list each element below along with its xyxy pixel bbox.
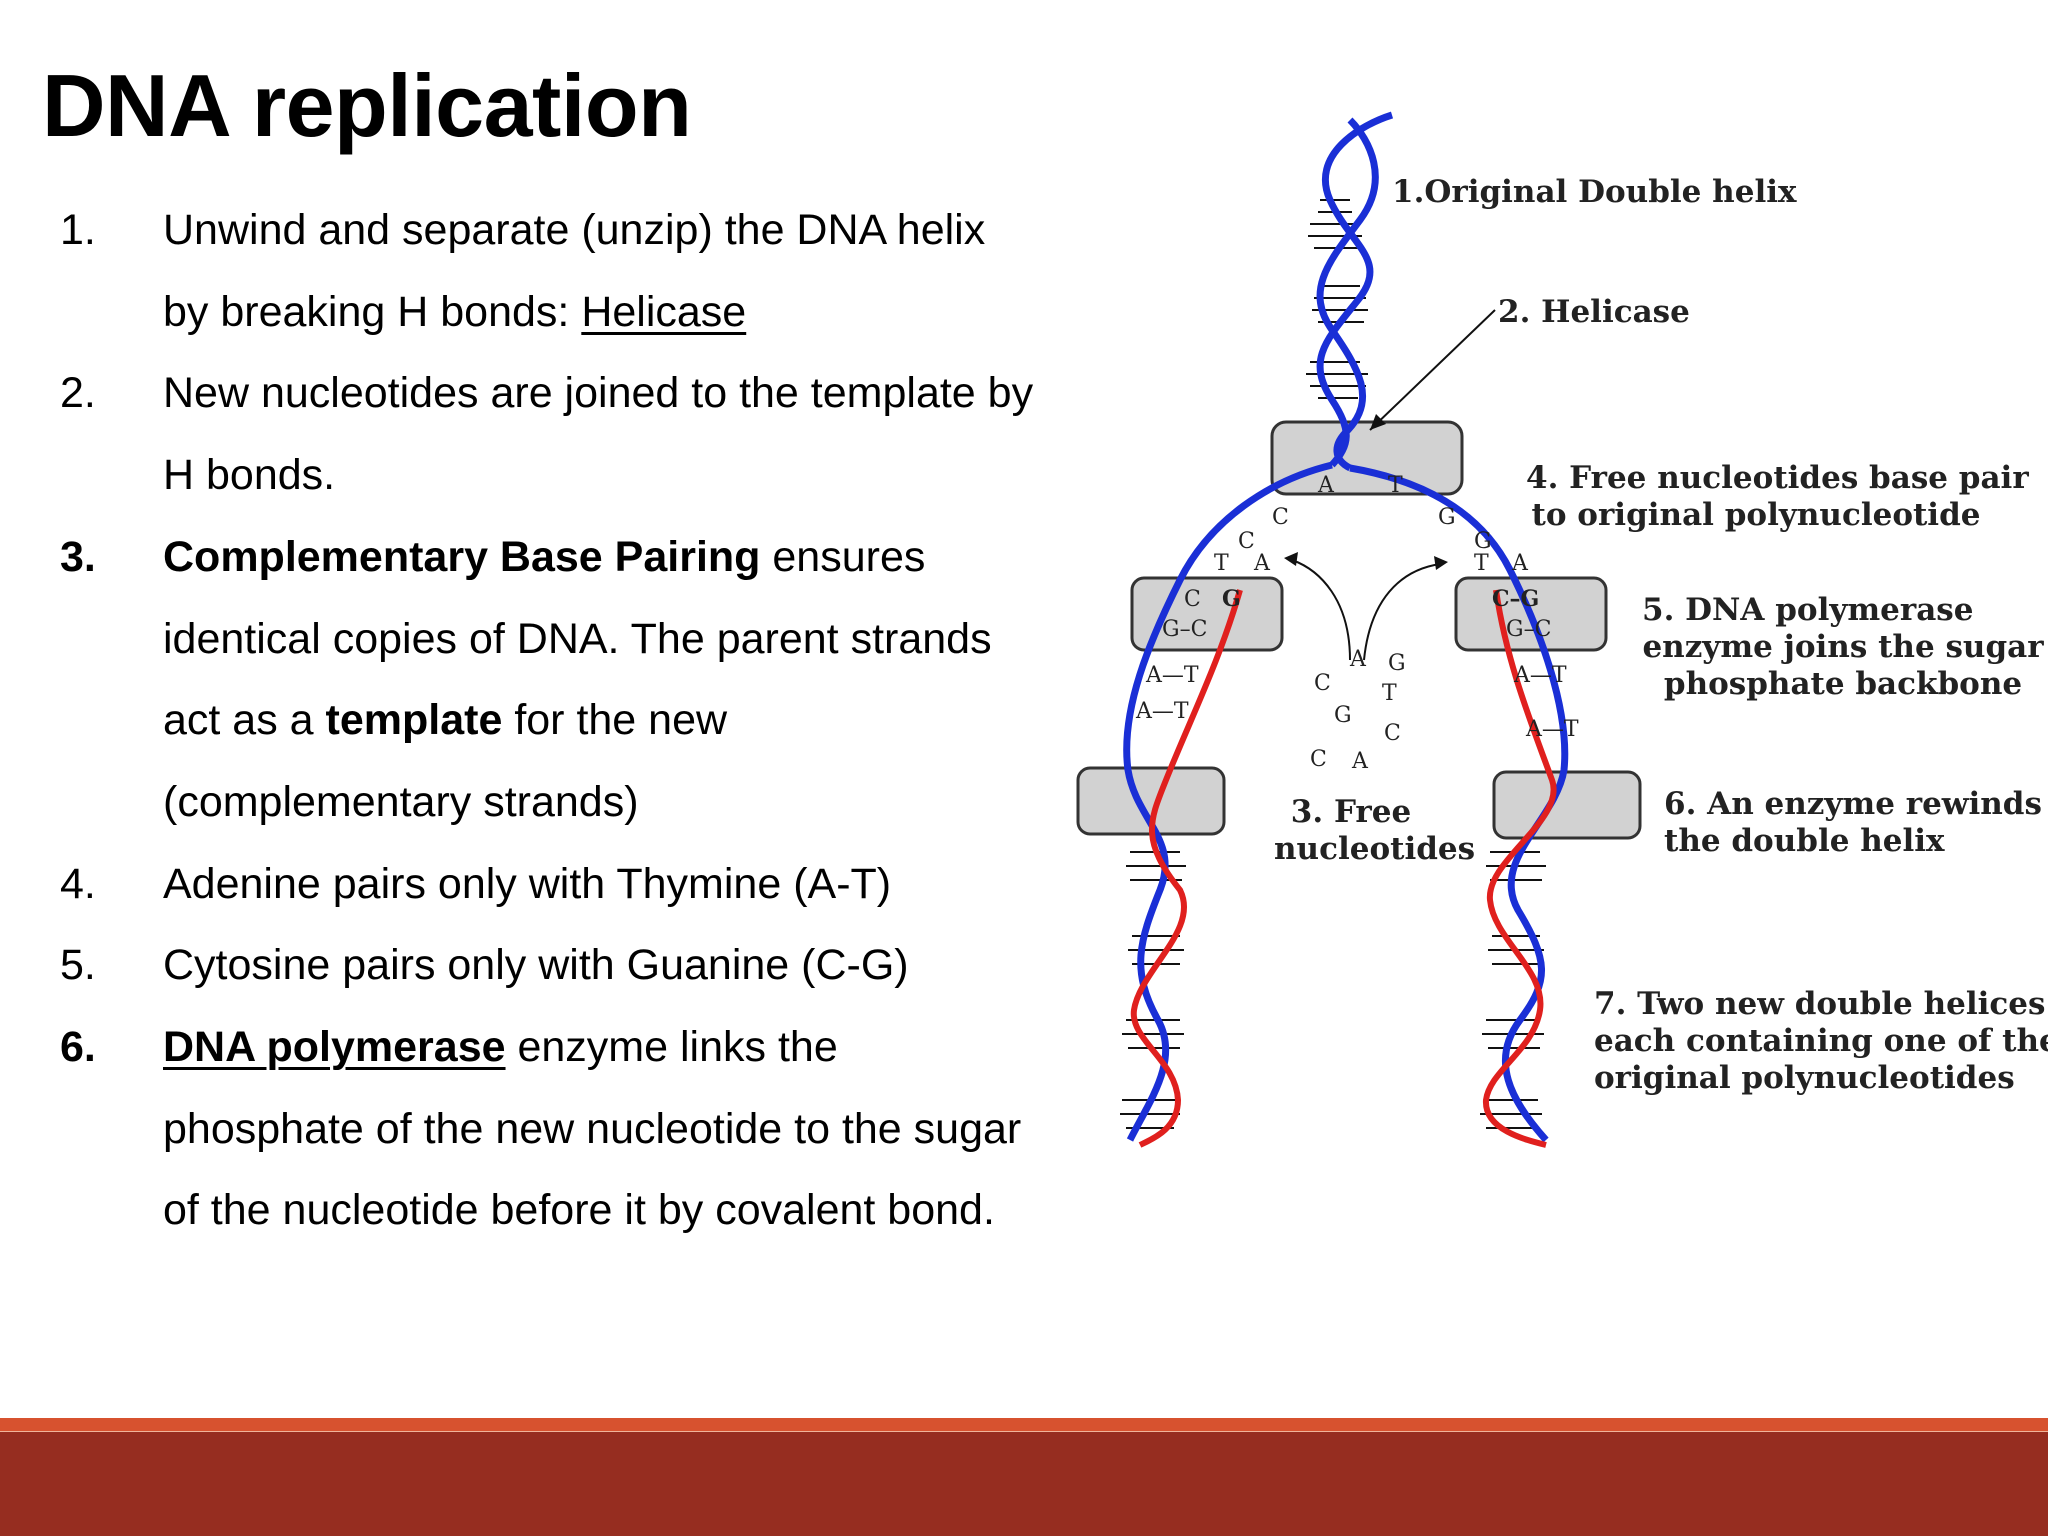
step-text: Complementary Base Pairing ensures ident… (163, 517, 1040, 844)
base-letter: C (1272, 505, 1289, 530)
free-nucleotide-arrow-left (1291, 559, 1351, 661)
base-letter: G (1222, 586, 1241, 612)
step-number: 4. (60, 859, 96, 908)
dna-replication-diagram: A T C C T A C G G–C A—T A—T G G T A C–G … (1070, 100, 2048, 1160)
step-number: 3. (60, 532, 96, 581)
helicase-pointer (1369, 309, 1496, 431)
footer-band (0, 1432, 2048, 1536)
base-letter: T (1214, 551, 1229, 576)
step-text-part: Unwind and separate (unzip) the DNA heli… (163, 206, 986, 336)
step-number: 6. (60, 1023, 96, 1072)
base-letter: G (1438, 505, 1456, 530)
base-letter: C (1184, 587, 1201, 612)
label-line: 4. Free nucleotides base pair (1526, 460, 2029, 496)
base-pair: A—T (1135, 699, 1189, 724)
step-text-part: for the new (complementary strands) (163, 696, 728, 826)
base-pair: A—T (1145, 663, 1199, 688)
label-line: 3. Free (1290, 794, 1412, 830)
label-line: 7. Two new double helices (1594, 986, 2046, 1022)
template-term: template (325, 696, 503, 745)
complementary-term: Complementary Base Pairing (163, 532, 761, 581)
list-item: 3. Complementary Base Pairing ensures id… (60, 517, 1040, 844)
free-base: A (1349, 647, 1367, 672)
step-number: 5. (60, 941, 96, 990)
step-text-part: enzyme links the phosphate of the new nu… (163, 1023, 1022, 1235)
label-rewinding-enzyme: 6. An enzyme rewinds the double helix (1664, 786, 2042, 860)
base-letter: A (1511, 551, 1529, 576)
step-text: New nucleotides are joined to the templa… (163, 369, 1034, 500)
label-new-helices: 7. Two new double helices each containin… (1594, 986, 2048, 1097)
free-base: C (1314, 671, 1331, 696)
step-text: Unwind and separate (unzip) the DNA heli… (163, 190, 1040, 353)
parent-strand-left (1123, 461, 1333, 1142)
step-text: Adenine pairs only with Thymine (A-T) (163, 859, 892, 908)
free-base: T (1382, 681, 1397, 706)
label-dna-polymerase: 5. DNA polymerase enzyme joins the sugar… (1638, 592, 2048, 703)
helicase-term: Helicase (581, 287, 747, 336)
label-line: original polynucleotides (1594, 1060, 2015, 1096)
label-line: phosphate backbone (1663, 666, 2023, 702)
base-letter: T (1388, 473, 1403, 498)
base-pair: G–C (1162, 617, 1207, 642)
label-helicase: 2. Helicase (1498, 294, 1690, 330)
base-letter: G (1474, 529, 1492, 554)
free-base: C (1310, 747, 1327, 772)
label-line: nucleotides (1274, 831, 1476, 867)
base-pair: C–G (1492, 586, 1539, 612)
free-base: G (1388, 651, 1406, 676)
base-letter: A (1317, 473, 1335, 498)
label-line: 6. An enzyme rewinds (1664, 786, 2042, 822)
arrow-head (1284, 552, 1298, 566)
step-text: Cytosine pairs only with Guanine (C-G) (163, 941, 909, 990)
rewinding-enzyme-right (1492, 770, 1642, 840)
free-base: A (1351, 749, 1369, 774)
base-letter: T (1474, 551, 1489, 576)
new-strand-left (1130, 589, 1243, 1148)
list-item: 6. DNA polymerase enzyme links the phosp… (60, 1007, 1040, 1252)
dna-polymerase-term: DNA polymerase (163, 1023, 506, 1072)
step-text-part: ensures identical copies of DNA. The par… (163, 532, 992, 745)
list-item: 4. Adenine pairs only with Thymine (A-T) (60, 844, 1040, 926)
footer-accent-bar (0, 1418, 2048, 1432)
base-pair: A—T (1525, 717, 1579, 742)
base-letter: A (1253, 551, 1271, 576)
list-item: 5. Cytosine pairs only with Guanine (C-G… (60, 925, 1040, 1007)
base-letters: A T C C T A C G G–C A—T A—T G G T A C–G … (1135, 473, 1579, 774)
free-base: G (1334, 703, 1352, 728)
label-line: 5. DNA polymerase (1642, 592, 1974, 628)
free-nucleotide-arrow-right (1363, 563, 1441, 661)
label-line: the double helix (1664, 823, 1945, 859)
list-item: 2. New nucleotides are joined to the tem… (60, 353, 1040, 516)
page-title: DNA replication (42, 56, 692, 155)
label-line: to original polynucleotide (1531, 497, 1981, 533)
parent-strand-a (1316, 111, 1394, 468)
replication-fork-illustration: A T C C T A C G G–C A—T A—T G G T A C–G … (1076, 111, 1642, 1148)
label-base-pairing: 4. Free nucleotides base pair to origina… (1526, 460, 2029, 534)
label-line: each containing one of the (1594, 1023, 2048, 1059)
step-number: 1. (60, 206, 96, 254)
helicase-enzyme (1270, 420, 1464, 496)
base-letter: C (1238, 529, 1255, 554)
free-base: C (1384, 721, 1401, 746)
steps-list: 1. Unwind and separate (unzip) the DNA h… (60, 190, 1040, 1252)
base-pair: G–C (1506, 617, 1551, 642)
daughter-helix-rungs (1120, 851, 1546, 1129)
label-line: enzyme joins the sugar (1642, 629, 2044, 665)
arrow-head (1434, 556, 1448, 570)
label-original-helix: 1.Original Double helix (1392, 174, 1797, 210)
step-text: DNA polymerase enzyme links the phosphat… (163, 1007, 1040, 1252)
list-item: 1. Unwind and separate (unzip) the DNA h… (60, 190, 1040, 353)
step-number: 2. (60, 369, 96, 418)
helicase-pointer-head (1370, 414, 1386, 430)
label-free-nucleotides: 3. Free nucleotides (1274, 794, 1476, 868)
new-strand-right (1483, 589, 1557, 1148)
parent-strand-b (1316, 117, 1379, 472)
base-pair: A—T (1513, 663, 1567, 688)
